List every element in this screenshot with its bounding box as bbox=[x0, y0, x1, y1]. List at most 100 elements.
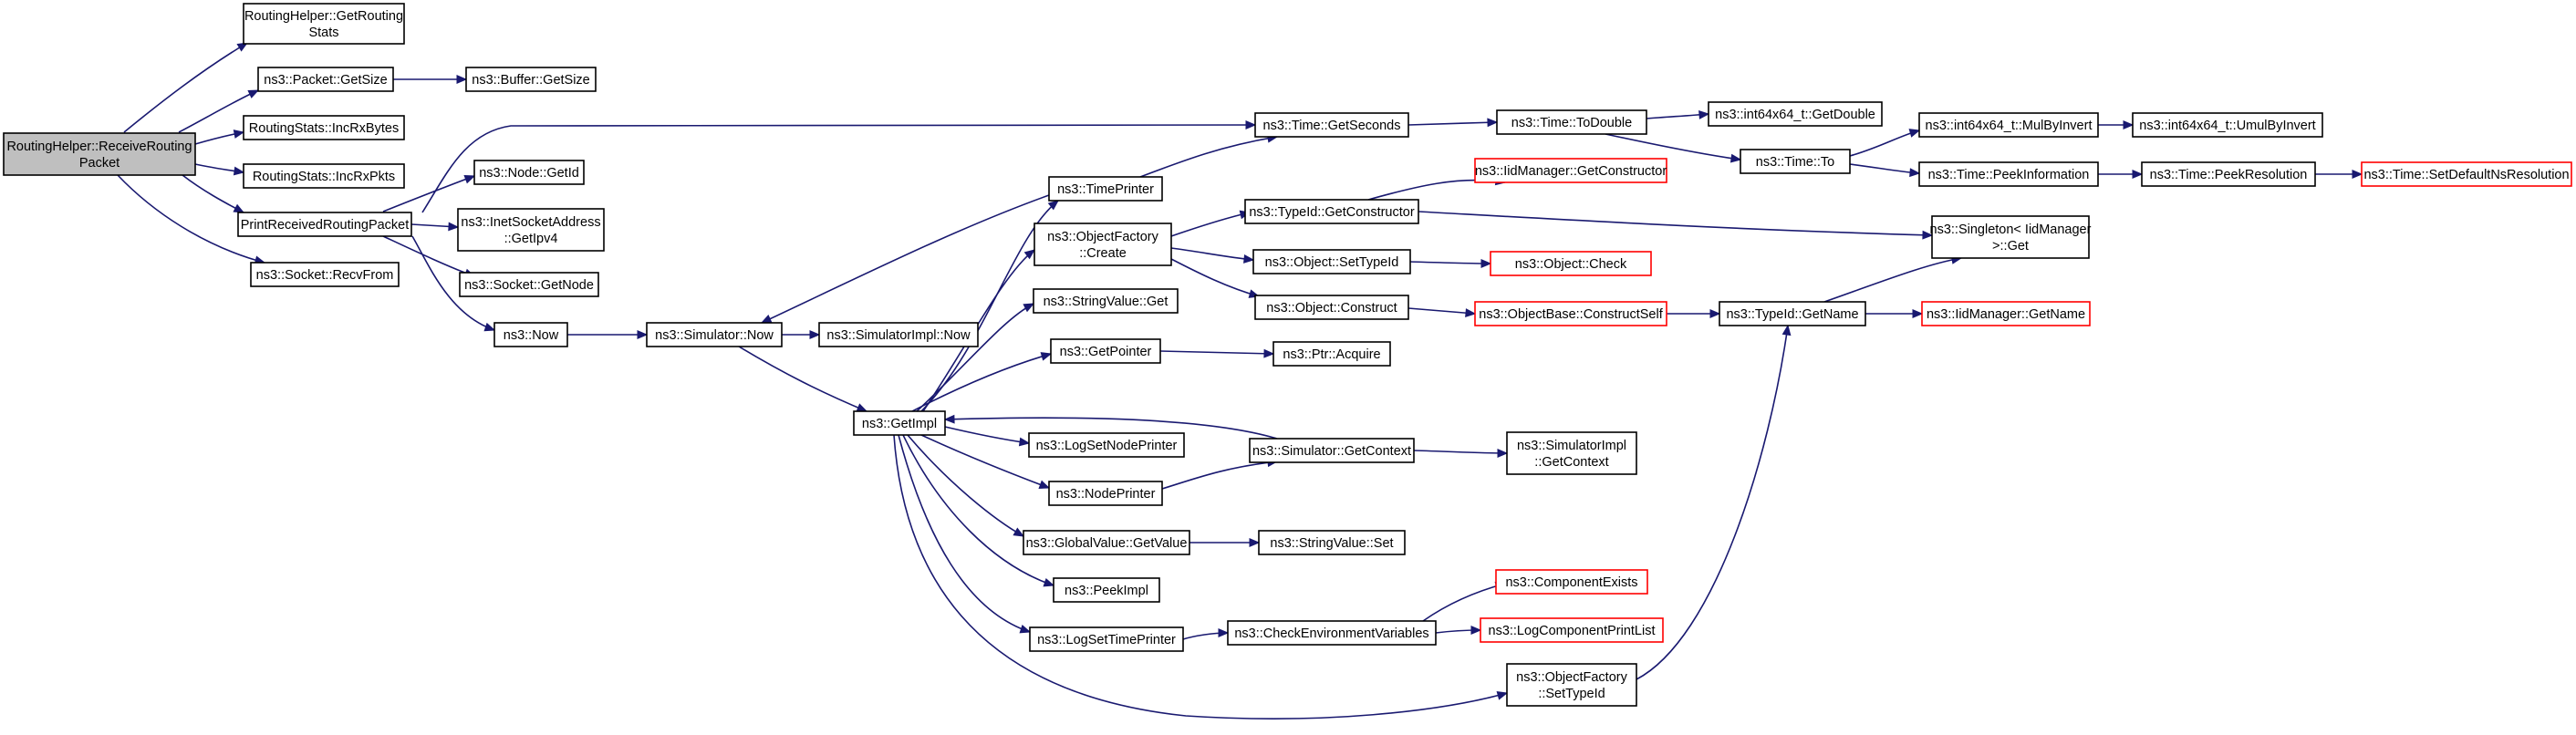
node-box[interactable] bbox=[1048, 481, 1163, 506]
node-ob_constructself[interactable]: ns3::ObjectBase::ConstructSelf bbox=[1474, 301, 1667, 326]
node-box[interactable] bbox=[465, 67, 597, 92]
node-time_peekinfo[interactable]: ns3::Time::PeekInformation bbox=[1918, 161, 2099, 187]
node-componentexists[interactable]: ns3::ComponentExists bbox=[1495, 569, 1648, 595]
node-sim_getcontext[interactable]: ns3::Simulator::GetContext bbox=[1249, 438, 1415, 463]
node-typeid_getctor[interactable]: ns3::TypeId::GetConstructor bbox=[1244, 199, 1419, 224]
node-sv_get[interactable]: ns3::StringValue::Get bbox=[1033, 288, 1179, 314]
node-box[interactable] bbox=[2361, 161, 2572, 187]
node-sv_set[interactable]: ns3::StringValue::Set bbox=[1258, 530, 1406, 555]
node-box[interactable] bbox=[1931, 215, 2090, 259]
node-time_peekres[interactable]: ns3::Time::PeekResolution bbox=[2141, 161, 2316, 187]
node-box[interactable] bbox=[1480, 617, 1664, 643]
node-box[interactable] bbox=[1490, 251, 1652, 276]
node-incrxpkts[interactable]: RoutingStats::IncRxPkts bbox=[243, 163, 405, 189]
node-box[interactable] bbox=[1506, 663, 1637, 707]
node-box[interactable] bbox=[1272, 341, 1391, 367]
node-obj_construct[interactable]: ns3::Object::Construct bbox=[1254, 295, 1409, 320]
node-box[interactable] bbox=[457, 208, 605, 252]
node-recvfrom[interactable]: ns3::Socket::RecvFrom bbox=[250, 262, 400, 287]
node-logsetnodeprinter[interactable]: ns3::LogSetNodePrinter bbox=[1028, 432, 1185, 458]
node-simimpl_now[interactable]: ns3::SimulatorImpl::Now bbox=[818, 322, 979, 347]
node-box[interactable] bbox=[1719, 301, 1866, 326]
node-printrecv[interactable]: PrintReceivedRoutingPacket bbox=[237, 212, 412, 237]
node-typeid_getname[interactable]: ns3::TypeId::GetName bbox=[1719, 301, 1866, 326]
node-box[interactable] bbox=[3, 132, 196, 176]
node-obj_check[interactable]: ns3::Object::Check bbox=[1490, 251, 1652, 276]
node-box[interactable] bbox=[250, 262, 400, 287]
node-box[interactable] bbox=[237, 212, 412, 237]
node-int64_umulbyinvert[interactable]: ns3::int64x64_t::UmulByInvert bbox=[2132, 112, 2323, 138]
node-box[interactable] bbox=[1740, 149, 1851, 174]
node-logsettimeprinter[interactable]: ns3::LogSetTimePrinter bbox=[1029, 626, 1184, 652]
node-pkt_getsize[interactable]: ns3::Packet::GetSize bbox=[257, 67, 394, 92]
node-box[interactable] bbox=[1050, 338, 1161, 364]
node-box[interactable] bbox=[1506, 431, 1637, 475]
node-box[interactable] bbox=[1028, 432, 1185, 458]
node-box[interactable] bbox=[1921, 301, 2091, 326]
node-box[interactable] bbox=[1034, 223, 1172, 266]
node-box[interactable] bbox=[853, 410, 946, 436]
node-inet_getipv4[interactable]: ns3::InetSocketAddress::GetIpv4 bbox=[457, 208, 605, 252]
node-time_getseconds[interactable]: ns3::Time::GetSeconds bbox=[1254, 112, 1409, 138]
node-obj_settypeid[interactable]: ns3::Object::SetTypeId bbox=[1252, 249, 1411, 274]
node-time_todouble[interactable]: ns3::Time::ToDouble bbox=[1496, 109, 1647, 135]
node-box[interactable] bbox=[818, 322, 979, 347]
node-box[interactable] bbox=[1708, 101, 1883, 127]
node-box[interactable] bbox=[1918, 112, 2099, 138]
node-box[interactable] bbox=[257, 67, 394, 92]
node-node_getid[interactable]: ns3::Node::GetId bbox=[473, 160, 585, 185]
node-box[interactable] bbox=[1244, 199, 1419, 224]
node-checkenv[interactable]: ns3::CheckEnvironmentVariables bbox=[1227, 620, 1437, 646]
node-box[interactable] bbox=[243, 163, 405, 189]
node-box[interactable] bbox=[1053, 577, 1160, 603]
node-box[interactable] bbox=[473, 160, 585, 185]
node-box[interactable] bbox=[1029, 626, 1184, 652]
node-time_to[interactable]: ns3::Time::To bbox=[1740, 149, 1851, 174]
node-getimpl[interactable]: ns3::GetImpl bbox=[853, 410, 946, 436]
node-singleton_get[interactable]: ns3::Singleton< IidManager>::Get bbox=[1930, 215, 2092, 259]
node-ns3now[interactable]: ns3::Now bbox=[493, 322, 568, 347]
node-logcomponentprintlist[interactable]: ns3::LogComponentPrintList bbox=[1480, 617, 1664, 643]
node-box[interactable] bbox=[1249, 438, 1415, 463]
node-gv_getvalue[interactable]: ns3::GlobalValue::GetValue bbox=[1023, 530, 1190, 555]
node-box[interactable] bbox=[1254, 112, 1409, 138]
node-int64_mulbyinvert[interactable]: ns3::int64x64_t::MulByInvert bbox=[1918, 112, 2099, 138]
node-iid_getname[interactable]: ns3::IidManager::GetName bbox=[1921, 301, 2091, 326]
node-time_setdefaultres[interactable]: ns3::Time::SetDefaultNsResolution bbox=[2361, 161, 2572, 187]
node-box[interactable] bbox=[1918, 161, 2099, 187]
node-box[interactable] bbox=[1048, 176, 1163, 202]
node-box[interactable] bbox=[243, 115, 405, 140]
node-simimpl_getcontext[interactable]: ns3::SimulatorImpl::GetContext bbox=[1506, 431, 1637, 475]
node-nodeprinter[interactable]: ns3::NodePrinter bbox=[1048, 481, 1163, 506]
node-box[interactable] bbox=[459, 272, 599, 297]
node-box[interactable] bbox=[1474, 158, 1667, 183]
node-ptr_acquire[interactable]: ns3::Ptr::Acquire bbox=[1272, 341, 1391, 367]
node-timeprinter[interactable]: ns3::TimePrinter bbox=[1048, 176, 1163, 202]
node-peekimpl[interactable]: ns3::PeekImpl bbox=[1053, 577, 1160, 603]
node-box[interactable] bbox=[1023, 530, 1190, 555]
node-box[interactable] bbox=[1474, 301, 1667, 326]
node-buf_getsize[interactable]: ns3::Buffer::GetSize bbox=[465, 67, 597, 92]
node-incrxbytes[interactable]: RoutingStats::IncRxBytes bbox=[243, 115, 405, 140]
node-box[interactable] bbox=[2141, 161, 2316, 187]
node-of_settypeid[interactable]: ns3::ObjectFactory::SetTypeId bbox=[1506, 663, 1637, 707]
node-box[interactable] bbox=[493, 322, 568, 347]
node-box[interactable] bbox=[1254, 295, 1409, 320]
node-sim_now[interactable]: ns3::Simulator::Now bbox=[646, 322, 783, 347]
node-box[interactable] bbox=[1258, 530, 1406, 555]
node-sock_getnode[interactable]: ns3::Socket::GetNode bbox=[459, 272, 599, 297]
node-getpointer[interactable]: ns3::GetPointer bbox=[1050, 338, 1161, 364]
node-box[interactable] bbox=[1496, 109, 1647, 135]
node-box[interactable] bbox=[646, 322, 783, 347]
node-box[interactable] bbox=[243, 3, 405, 45]
node-box[interactable] bbox=[1495, 569, 1648, 595]
node-box[interactable] bbox=[1252, 249, 1411, 274]
node-int64_getdouble[interactable]: ns3::int64x64_t::GetDouble bbox=[1708, 101, 1883, 127]
node-box[interactable] bbox=[2132, 112, 2323, 138]
node-iid_getctor[interactable]: ns3::IidManager::GetConstructor bbox=[1474, 158, 1667, 183]
node-of_create[interactable]: ns3::ObjectFactory::Create bbox=[1034, 223, 1172, 266]
node-box[interactable] bbox=[1033, 288, 1179, 314]
node-box[interactable] bbox=[1227, 620, 1437, 646]
